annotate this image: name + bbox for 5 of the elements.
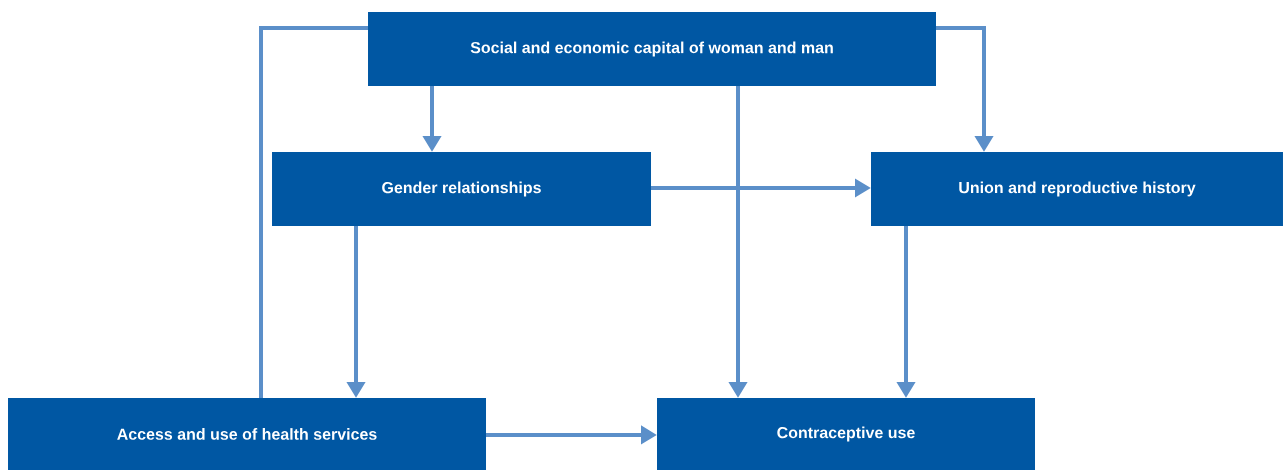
process-box: Union and reproductive history <box>871 152 1283 226</box>
process-box: Contraceptive use <box>657 398 1035 470</box>
process-box: Social and economic capital of woman and man <box>368 12 936 86</box>
process-box: Access and use of health services <box>8 398 486 470</box>
process-box: Gender relationships <box>272 152 651 226</box>
